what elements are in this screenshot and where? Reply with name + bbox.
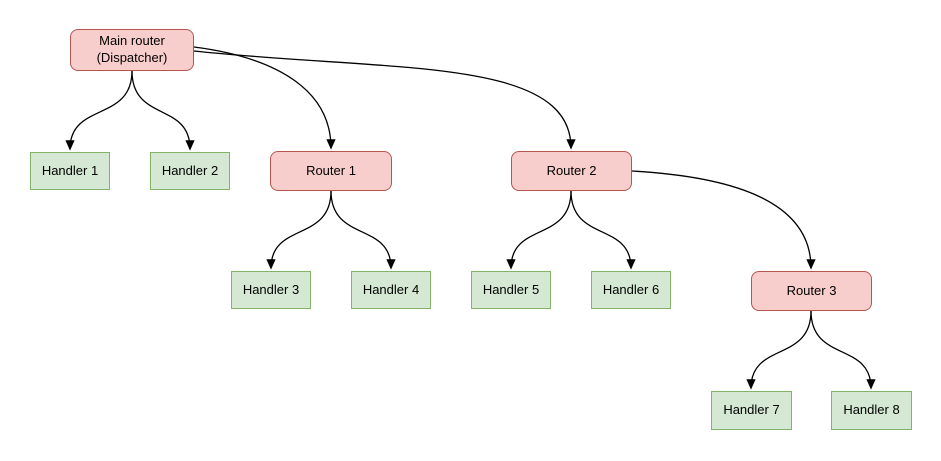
node-label: Handler 6 <box>602 281 660 297</box>
edge-main-router-to-handler-2 <box>131 70 195 151</box>
edge-router-1-to-handler-4 <box>330 190 396 270</box>
node-label: Main router (Dispatcher) <box>96 33 168 65</box>
node-router-3[interactable]: Router 3 <box>751 271 872 311</box>
edge-router-3-to-handler-7 <box>746 310 812 390</box>
node-label: Handler 3 <box>242 281 300 297</box>
node-label: Router 1 <box>306 162 356 178</box>
edge-main-router-to-router-1 <box>193 46 336 150</box>
node-handler-7[interactable]: Handler 7 <box>711 391 792 430</box>
node-label: Router 2 <box>546 162 597 178</box>
edge-router-2-to-router-3 <box>631 170 816 270</box>
node-label: Handler 2 <box>161 162 219 178</box>
edge-main-router-to-handler-1 <box>65 70 133 151</box>
node-handler-5[interactable]: Handler 5 <box>471 271 551 309</box>
node-router-2[interactable]: Router 2 <box>511 151 632 191</box>
node-handler-2[interactable]: Handler 2 <box>150 152 230 190</box>
edge-router-2-to-handler-5 <box>506 190 572 270</box>
node-label: Router 3 <box>786 282 837 298</box>
node-label: Handler 4 <box>362 281 420 297</box>
node-label: Handler 8 <box>843 402 900 418</box>
node-router-1[interactable]: Router 1 <box>270 151 392 191</box>
node-handler-1[interactable]: Handler 1 <box>30 152 110 190</box>
edge-router-2-to-handler-6 <box>570 190 636 270</box>
node-handler-8[interactable]: Handler 8 <box>831 391 912 430</box>
edge-main-router-to-router-2 <box>193 50 576 150</box>
node-handler-3[interactable]: Handler 3 <box>231 271 311 309</box>
node-label: Handler 5 <box>482 281 540 297</box>
node-handler-4[interactable]: Handler 4 <box>351 271 431 309</box>
node-label: Handler 1 <box>41 162 99 178</box>
node-handler-6[interactable]: Handler 6 <box>591 271 671 309</box>
node-label: Handler 7 <box>723 402 780 418</box>
edge-router-3-to-handler-8 <box>810 310 876 390</box>
node-main-router[interactable]: Main router (Dispatcher) <box>70 29 194 71</box>
edge-router-1-to-handler-3 <box>266 190 332 270</box>
